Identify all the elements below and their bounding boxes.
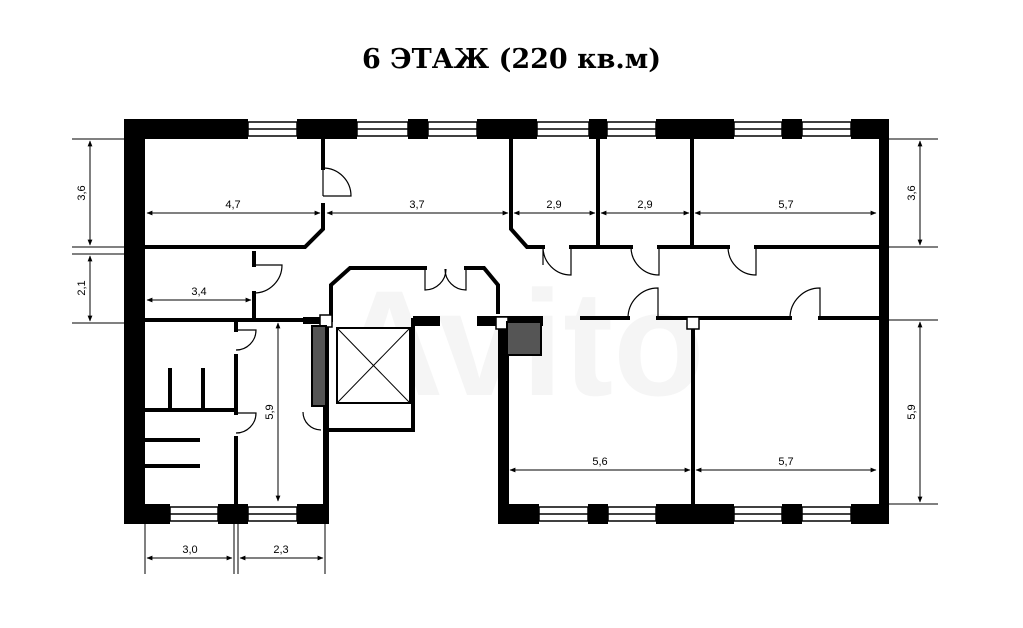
dim-bottom-left-width-2: 2,3 <box>273 544 288 556</box>
dim-wc-block-height: 5,9 <box>264 404 276 419</box>
doors <box>235 167 821 434</box>
dim-room-bottom-right-width: 5,7 <box>778 456 793 468</box>
dim-room-top-left-width: 4,7 <box>225 199 240 211</box>
dim-room-bottom-mid-width: 5,6 <box>592 456 607 468</box>
columns <box>319 314 700 330</box>
outer-walls <box>124 119 889 524</box>
dim-right-height-bottom: 5,9 <box>906 404 918 419</box>
interior-walls <box>143 137 881 506</box>
plan-title: 6 ЭТАЖ (220 кв.м) <box>362 44 661 75</box>
dim-room-left-mid-width: 3,4 <box>191 286 206 298</box>
dimension-lines <box>72 138 938 574</box>
dim-corridor-top-width: 3,7 <box>409 199 424 211</box>
dim-room-small-1-width: 2,9 <box>546 199 561 211</box>
dim-left-height-middle: 2,1 <box>76 280 88 295</box>
dim-room-top-right-width: 5,7 <box>778 199 793 211</box>
dim-bottom-left-width-1: 3,0 <box>182 544 197 556</box>
dim-right-height-top: 3,6 <box>906 185 918 200</box>
dim-room-small-2-width: 2,9 <box>637 199 652 211</box>
dimension-labels: 4,7 3,7 2,9 2,9 5,7 3,4 5,6 5,7 3,0 2,3 … <box>76 185 918 556</box>
elevator-shaft <box>311 321 542 407</box>
windows <box>169 121 852 522</box>
dim-left-height-top: 3,6 <box>76 185 88 200</box>
